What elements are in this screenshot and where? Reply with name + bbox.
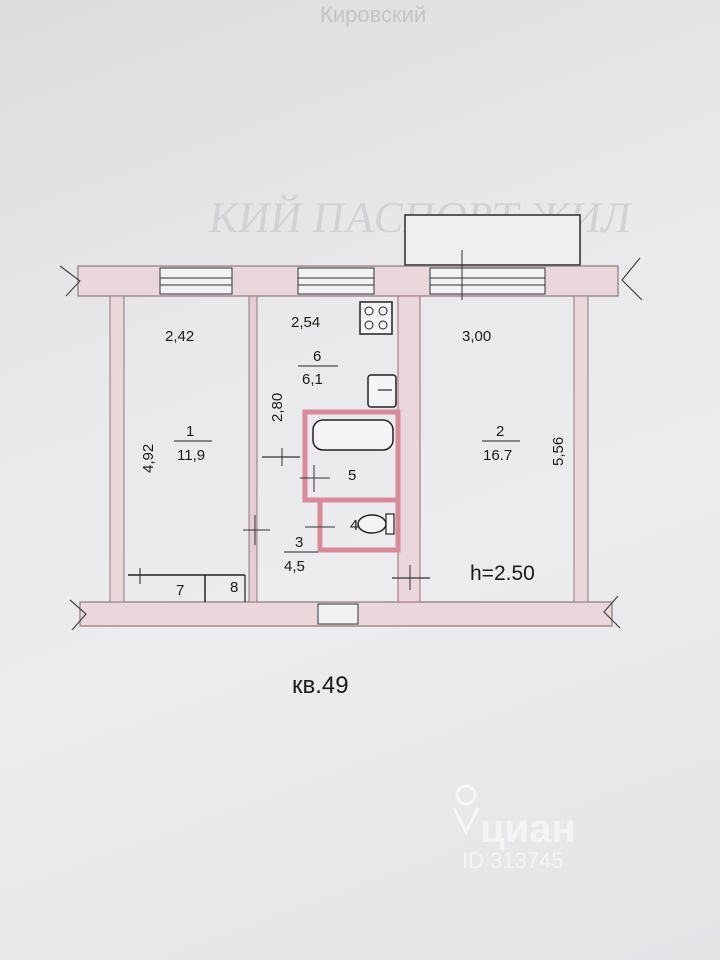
partition-room1-kitchen [248,295,258,603]
balcony [404,214,581,266]
cian-watermark: циан ID 313745 [452,784,576,873]
left-wall [109,295,125,603]
room1-area: 11,9 [177,447,205,464]
watermark-brand: циан [480,807,576,851]
room1-number: 1 [186,423,194,440]
room8-number: 8 [230,579,238,596]
room4-number: 4 [350,517,358,534]
right-wall [573,295,589,603]
partition-kitchen-room2 [397,295,421,603]
room7-number: 7 [176,582,184,599]
room6-number: 6 [313,348,321,365]
room2-length-label: 5,56 [550,437,567,466]
room3-number: 3 [295,534,303,551]
kitchen-width-label: 2,54 [291,314,320,331]
room1-width-label: 2,42 [165,328,194,345]
bathtub-icon [312,419,394,451]
header-text: Кировский [320,2,426,27]
apartment-label: кв.49 [292,672,349,699]
bathroom-walls [302,409,401,553]
room3-area: 4,5 [284,558,305,575]
room2-area: 16.7 [483,447,512,464]
room6-area: 6,1 [302,371,323,388]
room5-number: 5 [348,467,356,484]
ceiling-height: h=2.50 [470,562,535,585]
sink-icon [367,374,397,408]
window-room2 [429,250,546,300]
room2-width-label: 3,00 [462,328,491,345]
watermark-id: ID 313745 [462,848,564,873]
room2-number: 2 [496,423,504,440]
toilet-icon [357,513,395,535]
kitchen-length-label: 2,80 [269,393,286,422]
closets [128,568,246,602]
stove-icon [359,301,393,335]
window-room1 [159,267,233,295]
room1-length-label: 4,92 [140,444,157,473]
bottom-wall [69,595,621,631]
window-kitchen [297,267,375,295]
